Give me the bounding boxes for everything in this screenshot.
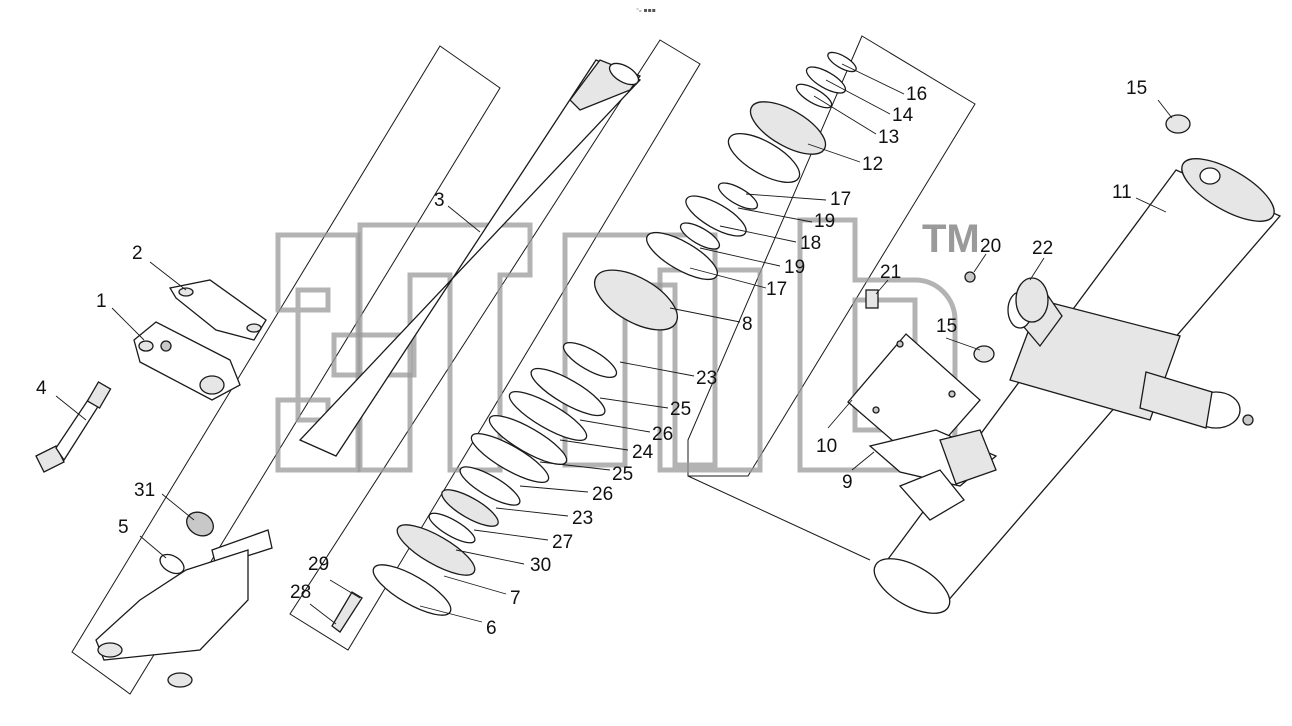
- support-blocks-9: [868, 429, 998, 521]
- callout-17-bot: 17: [766, 279, 787, 300]
- assembly-frames: [71, 35, 976, 695]
- washer-5: [159, 553, 185, 575]
- plate-2: [168, 279, 267, 341]
- callout-31: 31: [134, 480, 155, 501]
- eye-bracket-1: [133, 321, 241, 401]
- callout-23-bot: 23: [572, 508, 593, 529]
- callout-24: 24: [632, 442, 654, 463]
- callout-12: 12: [862, 154, 883, 175]
- callout-11: 11: [1112, 182, 1132, 203]
- callout-6: 6: [486, 618, 497, 639]
- bushing-4b: [86, 381, 112, 409]
- callout-15-top: 15: [1126, 78, 1147, 99]
- callout-29: 29: [308, 554, 329, 575]
- header-mark: ⁼ₒ ▪▪▪: [636, 7, 656, 14]
- callout-15-mid: 15: [936, 316, 957, 337]
- callout-30: 30: [530, 555, 551, 576]
- callout-4: 4: [36, 378, 47, 399]
- fittings-20-21-22: [865, 271, 1254, 426]
- callout-10: 10: [816, 436, 837, 457]
- callout-28: 28: [290, 582, 311, 603]
- callout-17-top: 17: [830, 189, 851, 210]
- callout-20: 20: [980, 236, 1001, 257]
- callout-14: 14: [892, 105, 914, 126]
- piston-seals: [331, 51, 857, 633]
- callout-5: 5: [118, 517, 129, 538]
- callout-13: 13: [878, 127, 899, 148]
- piston-rod-3: [95, 59, 642, 688]
- callout-1: 1: [96, 291, 107, 312]
- callout-3: 3: [434, 190, 445, 211]
- watermark-logo: TM: [275, 217, 980, 473]
- callout-16: 16: [906, 84, 927, 105]
- callout-19-top: 19: [814, 211, 835, 232]
- callout-27: 27: [552, 532, 573, 553]
- callout-26-bot: 26: [592, 484, 613, 505]
- callout-7: 7: [510, 588, 521, 609]
- callout-labels: 1 2 3 4 5 6 7 8 9 10 11 12 13 14 15 15 1…: [36, 78, 1147, 639]
- callout-8: 8: [742, 314, 753, 335]
- callout-23-top: 23: [696, 368, 717, 389]
- callout-9: 9: [842, 472, 853, 493]
- callout-26-top: 26: [652, 424, 673, 445]
- leader-lines: [55, 63, 1173, 625]
- callout-2: 2: [132, 243, 143, 264]
- callout-19-bot: 19: [784, 257, 805, 278]
- callout-25-bot: 25: [612, 464, 633, 485]
- trademark-mark: TM: [922, 217, 980, 261]
- bolt-4: [35, 387, 107, 473]
- callout-22: 22: [1032, 238, 1053, 259]
- callout-21: 21: [880, 262, 901, 283]
- cylinder-barrel-11: [873, 158, 1282, 614]
- callout-18: 18: [800, 233, 821, 254]
- nut-31: [186, 511, 214, 537]
- callout-25-top: 25: [670, 399, 691, 420]
